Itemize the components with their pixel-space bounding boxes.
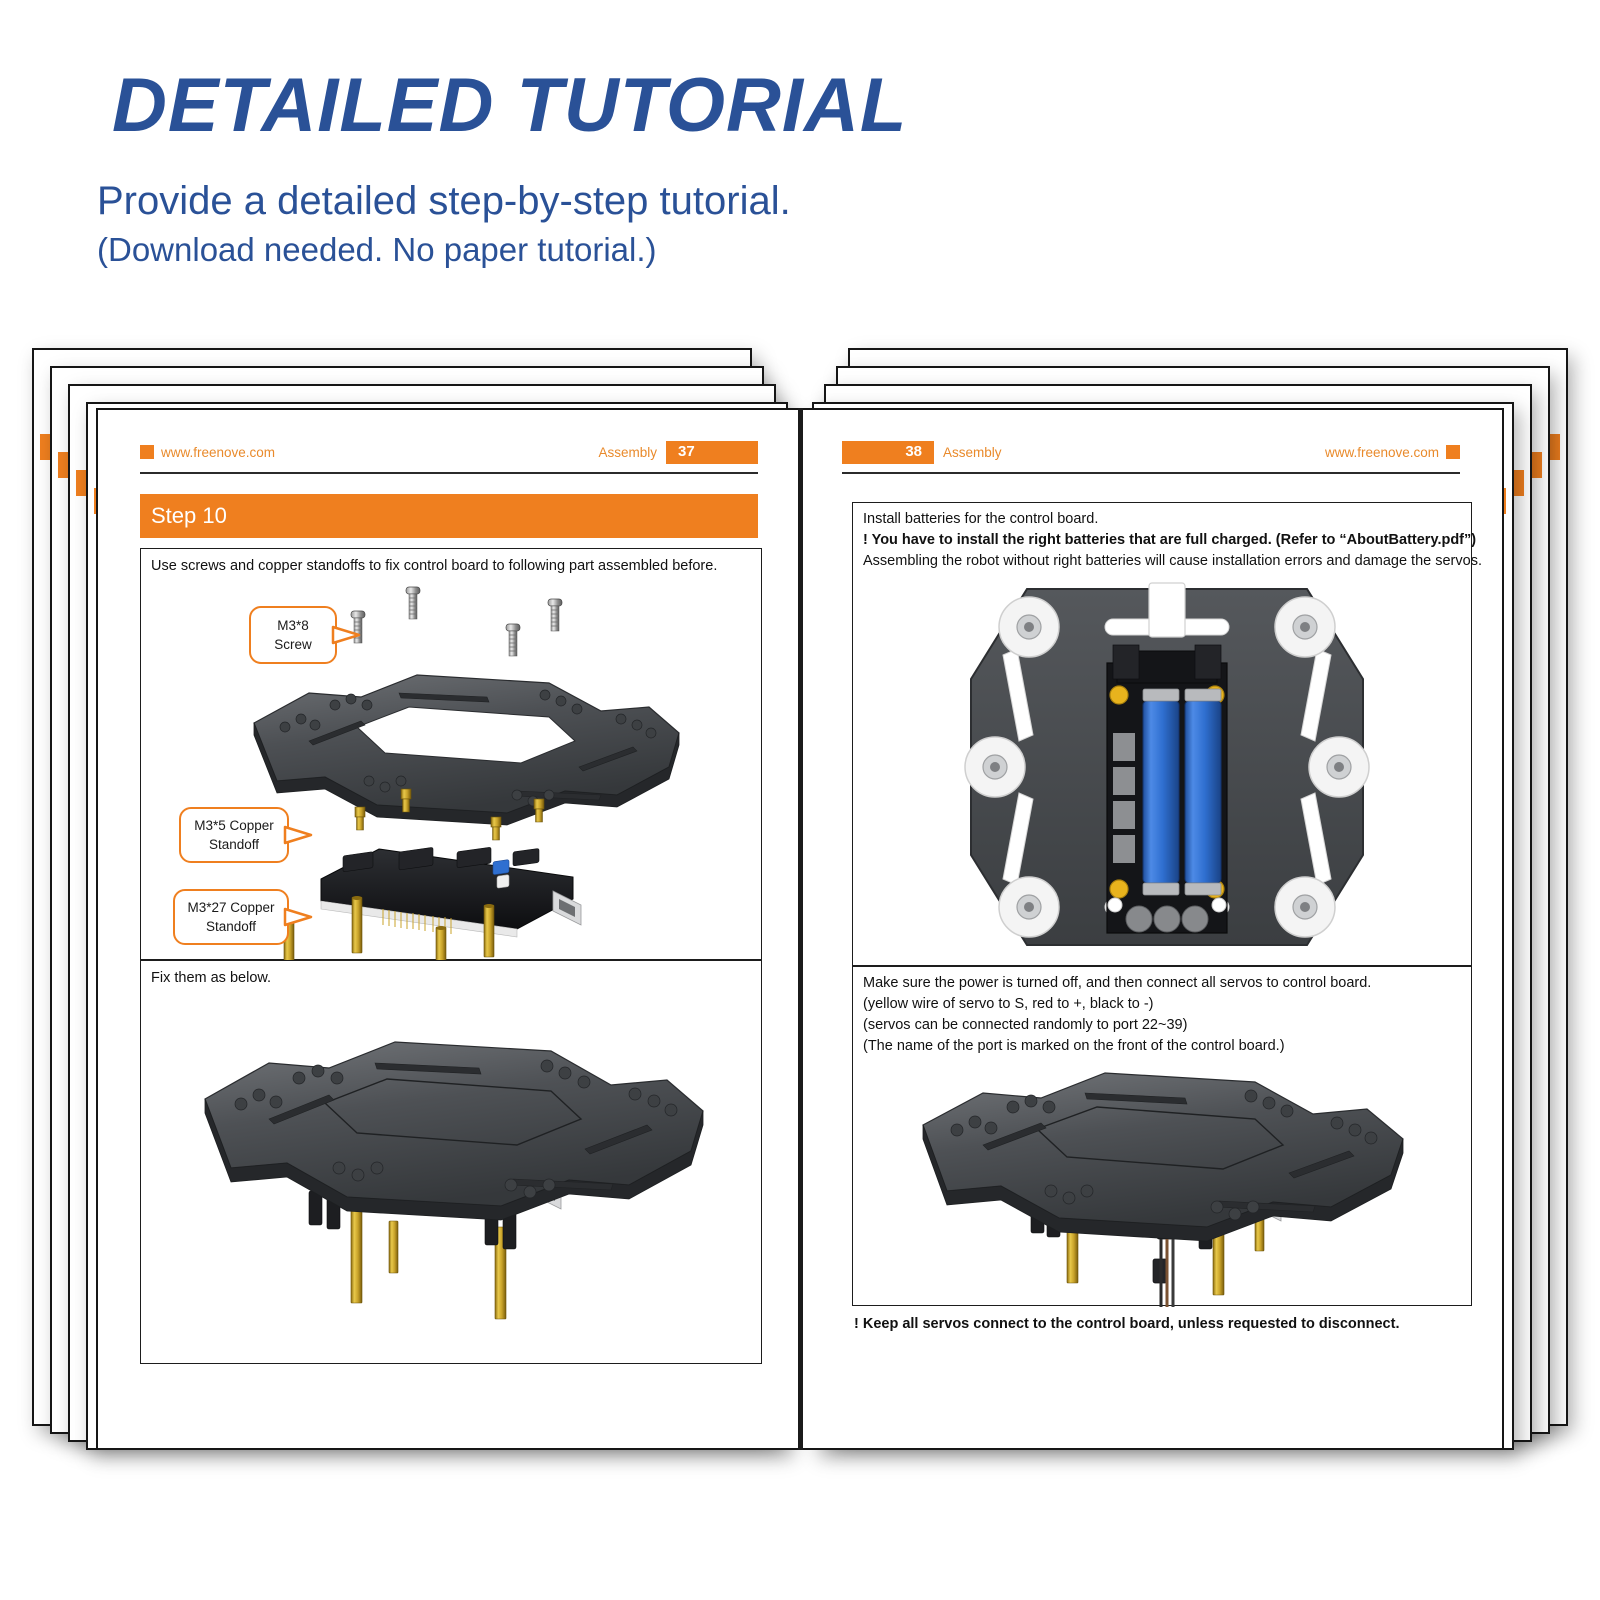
page-number-badge: 37 [666, 440, 758, 464]
battery-line-3: Assembling the robot without right batte… [863, 553, 1482, 569]
right-page-meta: Assembly 38 [842, 440, 1002, 464]
open-book-illustration: www.freenove.com Assembly 37 Step 10 Use… [0, 330, 1600, 1450]
callout-pointer-icon [283, 907, 313, 927]
servo-connect-panel: Make sure the power is turned off, and t… [852, 966, 1472, 1307]
right-page-header: www.freenove.com Assembly 38 [842, 440, 1460, 464]
step-banner-label: Step 10 [151, 503, 227, 528]
screws-group-icon [253, 586, 680, 978]
left-page: www.freenove.com Assembly 37 Step 10 Use… [96, 408, 802, 1450]
battery-text-block: Install batteries for the control board.… [863, 509, 1482, 572]
assembled-result-panel: Fix them as below. [140, 960, 762, 1364]
book-spine [798, 408, 803, 1450]
left-page-header: www.freenove.com Assembly 37 [140, 440, 758, 464]
step-banner: Step 10 [140, 494, 758, 538]
battery-topview-icon [964, 582, 1370, 946]
brand-square-icon [140, 445, 154, 459]
assembled-chassis-icon [204, 1041, 704, 1320]
callout-line-1: M3*5 Copper [194, 818, 274, 833]
hero-subtitle-secondary: (Download needed. No paper tutorial.) [97, 231, 657, 268]
fix-note-text: Fix them as below. [151, 970, 272, 986]
instruction-text: Use screws and copper standoffs to fix c… [151, 558, 718, 574]
callout-m3x27-standoff: M3*27 Copper Standoff [173, 889, 313, 945]
callout-line-2: Standoff [205, 919, 257, 934]
callout-pointer-icon [283, 825, 313, 845]
brand-left: www.freenove.com [140, 445, 275, 460]
callout-m3x5-standoff: M3*5 Copper Standoff [179, 807, 313, 863]
servo-line-3: (servos can be connected randomly to por… [863, 1017, 1188, 1033]
hero-subtitle-primary: Provide a detailed step-by-step tutorial… [97, 179, 791, 223]
callout-pointer-icon [331, 625, 361, 645]
section-label: Assembly [943, 444, 1002, 460]
header-divider [842, 472, 1460, 474]
battery-line-1: Install batteries for the control board. [863, 511, 1099, 527]
chassis-plate [253, 674, 680, 826]
brand-url-label: www.freenove.com [1324, 444, 1439, 460]
battery-line-2: ! You have to install the right batterie… [863, 532, 1477, 548]
servo-wiring-icon [922, 1072, 1404, 1307]
servo-footer-note: ! Keep all servos connect to the control… [854, 1316, 1400, 1332]
callout-line-2: Standoff [208, 837, 260, 852]
servo-line-1: Make sure the power is turned off, and t… [863, 975, 1372, 991]
control-board [320, 847, 582, 938]
page-title: DETAILED TUTORIAL [112, 63, 908, 148]
right-page: www.freenove.com Assembly 38 Install bat… [798, 408, 1504, 1450]
exploded-view-panel: Use screws and copper standoffs to fix c… [140, 548, 762, 978]
servo-line-2: (yellow wire of servo to S, red to +, bl… [863, 996, 1154, 1012]
brand-right: www.freenove.com [1325, 445, 1460, 460]
callout-m3x8-screw: M3*8 Screw [249, 606, 361, 664]
page-number-badge: 38 [842, 440, 934, 464]
battery-install-panel: Install batteries for the control board.… [852, 502, 1482, 966]
brand-square-icon [1446, 445, 1460, 459]
callout-line-1: M3*8 [277, 618, 309, 633]
left-page-meta: Assembly 37 [598, 440, 758, 464]
callout-line-2: Screw [274, 637, 312, 652]
section-label: Assembly [598, 444, 657, 460]
brand-url-label: www.freenove.com [161, 444, 276, 460]
servo-line-4: (The name of the port is marked on the f… [863, 1038, 1285, 1054]
servo-text-block: Make sure the power is turned off, and t… [863, 973, 1371, 1057]
header-divider [140, 472, 758, 474]
callout-line-1: M3*27 Copper [187, 900, 275, 915]
